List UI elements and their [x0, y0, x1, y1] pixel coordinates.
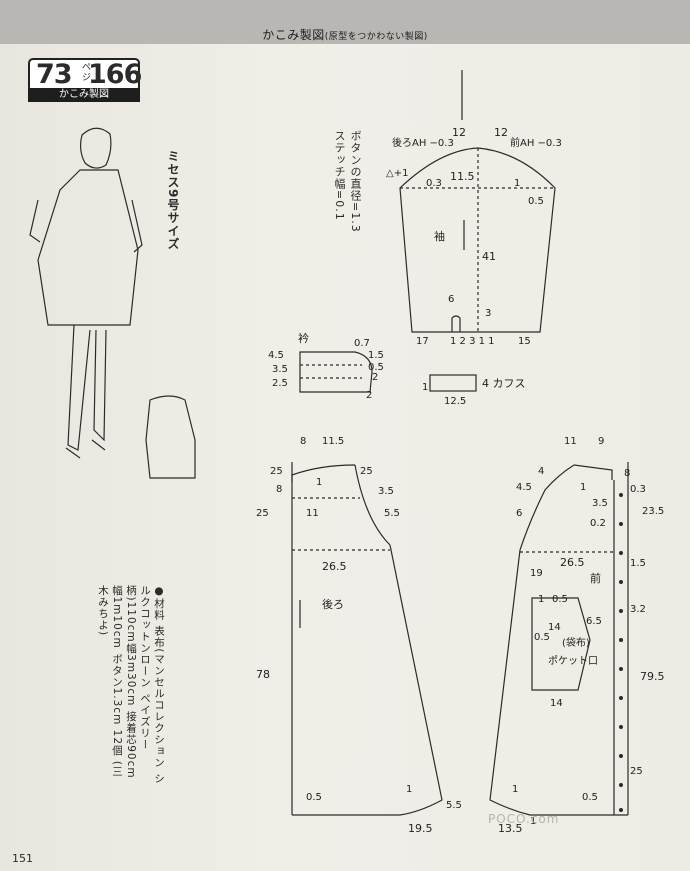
pattern-type-label: かこみ製図: [28, 88, 140, 102]
sleeve-bottom-nums: 1 2 3 1 1: [450, 336, 495, 347]
front-buttons: [619, 493, 623, 812]
collar-right-3: 0.5: [368, 362, 384, 373]
sleeve-top-back: 12: [452, 126, 466, 139]
front-bodice-pattern: [489, 462, 629, 816]
back-m-25-left: 25: [256, 508, 269, 519]
sleeve-cap-height: 11.5: [450, 170, 475, 183]
back-side-25b: 25: [360, 466, 373, 477]
back-bodice-pattern: [291, 462, 443, 816]
page-number-box: 73 ペ ジ 166: [28, 58, 142, 92]
sleeve-pattern: [399, 70, 556, 333]
back-m-55: 5.5: [384, 508, 400, 519]
front-m-45: 4.5: [516, 482, 532, 493]
ref-page-unit: ペ ジ: [82, 63, 92, 83]
cuff-label: 4 カフス: [482, 377, 526, 390]
front-m-4: 4: [538, 466, 544, 477]
model-illustration: [29, 127, 196, 479]
ref-page-number: 73: [36, 59, 73, 90]
front-m-05a: 0.5: [552, 594, 568, 605]
design-number: 166: [88, 59, 142, 90]
front-m-03: 0.3: [630, 484, 646, 495]
back-side-25: 25: [270, 466, 283, 477]
front-label: 前: [590, 571, 601, 585]
sleeve-bottom-right: 15: [518, 336, 531, 347]
sleeve-front-ah: 前AH −0.3: [510, 136, 562, 149]
front-m-35: 3.5: [592, 498, 608, 509]
sleeve-m-05: 0.5: [528, 196, 544, 207]
watermark: POCO.com: [488, 812, 560, 826]
front-length: 79.5: [640, 670, 665, 683]
front-m-65: 6.5: [586, 616, 602, 627]
front-m-14b: 14: [550, 698, 563, 709]
sleeve-bottom-left: 17: [416, 336, 429, 347]
collar-val-1: 4.5: [268, 350, 284, 361]
back-m-05: 0.5: [306, 792, 322, 803]
back-hem: 19.5: [408, 822, 433, 835]
front-m-02: 0.2: [590, 518, 606, 529]
collar-label: 衿: [298, 331, 309, 345]
collar-right-5: 2: [366, 390, 372, 401]
front-width: 26.5: [560, 556, 585, 569]
back-m-11: 11: [306, 508, 319, 519]
page-number: 151: [12, 852, 33, 865]
front-pocket: ポケット口: [548, 655, 598, 667]
cuff-pattern: [429, 374, 477, 392]
materials-text: ●材料 表布(マンセルコレクション シルクコットンローン ペイズリー柄)110c…: [97, 585, 165, 785]
back-side-8: 8: [276, 484, 282, 495]
sleeve-m-03: 0.3: [426, 178, 442, 189]
page-header: かこみ製図(原型をつかわない製図): [0, 0, 690, 44]
back-m-1: 1: [316, 477, 322, 488]
front-m-14a: 14: [548, 622, 561, 633]
sleeve-length: 41: [482, 250, 496, 263]
front-m-19: 19: [530, 568, 543, 579]
back-m-55b: 5.5: [446, 800, 462, 811]
front-m-05c: 0.5: [582, 792, 598, 803]
back-top-a: 8: [300, 436, 306, 447]
front-m-235: 23.5: [642, 506, 664, 517]
back-label: 後ろ: [322, 597, 344, 611]
collar-pattern: [299, 351, 373, 393]
back-top-b: 11.5: [322, 436, 344, 447]
front-hem: 13.5: [498, 822, 523, 835]
sleeve-m-1: 1: [514, 178, 520, 189]
sleeve-delta: △+1: [386, 168, 408, 179]
front-m-1: 1: [580, 482, 586, 493]
cuff-left: 1: [422, 382, 428, 393]
front-m-25: 25: [630, 766, 643, 777]
front-m-1b: 1: [538, 594, 544, 605]
size-label: ミセス9号サイズ: [166, 150, 180, 251]
front-pocket-bag: (袋布): [562, 636, 590, 649]
front-m-1c: 1: [512, 784, 518, 795]
button-spec: ボタンの直径=1.3 ステッチ幅=0.1: [333, 130, 362, 233]
collar-right-2: 1.5: [368, 350, 384, 361]
front-m-15: 1.5: [630, 558, 646, 569]
header-title: かこみ製図(原型をつかわない製図): [262, 28, 428, 42]
front-top-a: 11: [564, 436, 577, 447]
front-m-32: 3.2: [630, 604, 646, 615]
sleeve-label: 袖: [434, 229, 445, 243]
sleeve-m-3: 3: [485, 308, 491, 319]
back-length: 78: [256, 668, 270, 681]
back-width: 26.5: [322, 560, 347, 573]
sleeve-m-6: 6: [448, 294, 454, 305]
collar-val-2: 3.5: [272, 364, 288, 375]
collar-right-1: 0.7: [354, 338, 370, 349]
back-m-1b: 1: [406, 784, 412, 795]
cuff-width: 12.5: [444, 396, 466, 407]
collar-val-3: 2.5: [272, 378, 288, 389]
front-top-b: 9: [598, 436, 604, 447]
sleeve-top-front: 12: [494, 126, 508, 139]
sleeve-back-ah: 後ろAH −0.3: [392, 136, 454, 149]
front-m-1d: 1: [530, 816, 536, 827]
front-m-05b: 0.5: [534, 632, 550, 643]
front-m-8: 8: [624, 468, 630, 479]
front-m-6: 6: [516, 508, 522, 519]
collar-right-4: 2: [372, 372, 378, 383]
back-m-35: 3.5: [378, 486, 394, 497]
